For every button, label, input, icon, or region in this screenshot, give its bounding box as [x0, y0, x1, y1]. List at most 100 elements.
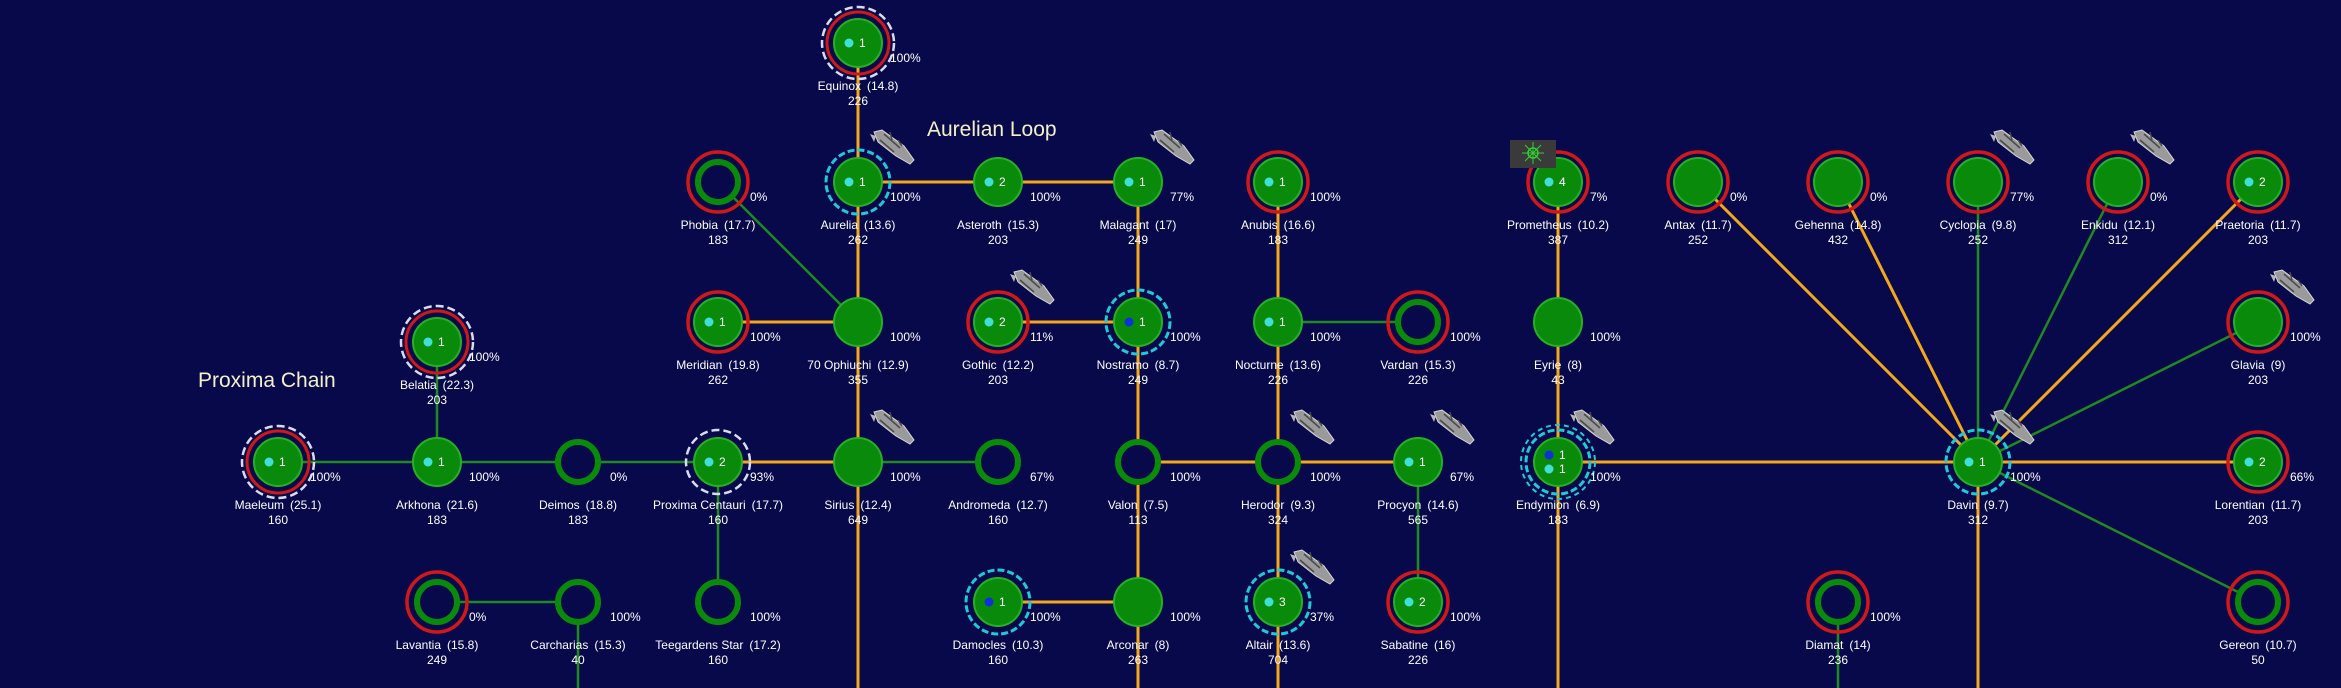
fleet-icon[interactable] [1990, 409, 2035, 445]
planet[interactable] [833, 297, 883, 347]
planet[interactable] [1253, 157, 1303, 207]
planet[interactable] [1533, 297, 1583, 347]
empty-orbit[interactable] [975, 439, 1021, 485]
planet[interactable] [833, 18, 883, 68]
system-deimos[interactable]: 0%Deimos(18.8)183 [539, 439, 628, 527]
system-diamat[interactable]: 100%Diamat(14)236 [1805, 570, 1901, 667]
planet[interactable] [1393, 437, 1443, 487]
system-lorentian[interactable]: 266%Lorentian(11.7)203 [2215, 430, 2315, 527]
fleet-icon[interactable] [870, 409, 915, 445]
planet[interactable] [2233, 437, 2283, 487]
system-glavia[interactable]: 100%Glavia(9)203 [2226, 269, 2321, 387]
empty-orbit[interactable] [2235, 579, 2281, 625]
system-cyclopia[interactable]: 77%Cyclopia(9.8)252 [1940, 129, 2035, 247]
planet[interactable] [2233, 157, 2283, 207]
planet[interactable] [1253, 297, 1303, 347]
planet[interactable] [253, 437, 303, 487]
system-carcharias[interactable]: 100%Carcharias(15.3)40 [530, 579, 641, 667]
planet[interactable] [2233, 297, 2283, 347]
system-arconar[interactable]: 100%Arconar(8)263 [1107, 577, 1201, 667]
planet[interactable] [693, 297, 743, 347]
system-lavantia[interactable]: 0%Lavantia(15.8)249 [396, 570, 487, 667]
system-andromeda[interactable]: 67%Andromeda(12.7)160 [948, 439, 1054, 527]
system-vardan[interactable]: 100%Vardan(15.3)226 [1380, 290, 1481, 387]
beacon-icon[interactable] [1510, 140, 1556, 168]
fleet-icon[interactable] [1570, 409, 1615, 445]
planet[interactable] [1953, 437, 2003, 487]
planet[interactable] [693, 437, 743, 487]
planet[interactable] [1673, 157, 1723, 207]
fleet-icon[interactable] [2270, 269, 2315, 305]
fleet-icon[interactable] [1430, 409, 1475, 445]
fleet-icon[interactable] [1290, 549, 1335, 585]
system-antax[interactable]: 0%Antax(11.7)252 [1664, 150, 1748, 247]
fleet-icon[interactable] [1290, 409, 1335, 445]
planet[interactable] [973, 157, 1023, 207]
planet[interactable] [412, 317, 462, 367]
system-ophiuchi[interactable]: 100%70 Ophiuchi(12.9)355 [807, 297, 921, 387]
system-altair[interactable]: 337%Altair(13.6)704 [1244, 549, 1335, 667]
fleet-icon[interactable] [870, 129, 915, 165]
system-malagant[interactable]: 177%Malagant(17)249 [1100, 129, 1195, 247]
system-name: Praetoria(11.7) [2215, 218, 2300, 232]
planet[interactable] [833, 157, 883, 207]
planet[interactable] [1953, 157, 2003, 207]
empty-orbit[interactable] [1255, 439, 1301, 485]
empty-orbit[interactable] [555, 439, 601, 485]
planet[interactable] [1113, 577, 1163, 627]
planet[interactable] [973, 297, 1023, 347]
system-prometheus[interactable]: 47%Prometheus(10.2)387 [1507, 140, 1609, 247]
planet[interactable] [973, 577, 1023, 627]
empty-orbit[interactable] [1115, 439, 1161, 485]
planet[interactable] [1393, 577, 1443, 627]
system-valon[interactable]: 100%Valon(7.5)113 [1108, 439, 1201, 527]
system-phobia[interactable]: 0%Phobia(17.7)183 [681, 150, 768, 247]
planet[interactable] [1253, 577, 1303, 627]
system-eyrie[interactable]: 100%Eyrie(8)43 [1533, 297, 1621, 387]
system-herodor[interactable]: 100%Herodor(9.3)324 [1241, 409, 1341, 527]
system-population: 160 [708, 653, 728, 667]
planet[interactable] [833, 437, 883, 487]
system-sirius[interactable]: 100%Sirius(12.4)649 [824, 409, 921, 527]
system-proxima[interactable]: 293%Proxima Centauri(17.7)160 [653, 428, 783, 527]
system-gereon[interactable]: Gereon(10.7)50 [2219, 570, 2297, 667]
system-gehenna[interactable]: 0%Gehenna(14.8)432 [1795, 150, 1888, 247]
planet[interactable] [1533, 437, 1583, 487]
system-teegardens[interactable]: 100%Teegardens Star(17.2)160 [655, 579, 781, 667]
planet[interactable] [1113, 157, 1163, 207]
empty-orbit[interactable] [555, 579, 601, 625]
empty-orbit[interactable] [695, 159, 741, 205]
planet[interactable] [1813, 157, 1863, 207]
empty-orbit[interactable] [1815, 579, 1861, 625]
planet[interactable] [2093, 157, 2143, 207]
fleet-icon[interactable] [1010, 269, 1055, 305]
empty-orbit[interactable] [1395, 299, 1441, 345]
planet[interactable] [412, 437, 462, 487]
system-enkidu[interactable]: 0%Enkidu(12.1)312 [2081, 129, 2175, 247]
planet[interactable] [1113, 297, 1163, 347]
empty-orbit[interactable] [414, 579, 460, 625]
fleet-icon[interactable] [2130, 129, 2175, 165]
fleet-icon[interactable] [1990, 129, 2035, 165]
system-procyon[interactable]: 167%Procyon(14.6)565 [1377, 409, 1475, 527]
planet[interactable] [1533, 157, 1583, 207]
fleet-icon[interactable] [1150, 129, 1195, 165]
system-gothic[interactable]: 211%Gothic(12.2)203 [962, 269, 1055, 387]
empty-orbit[interactable] [695, 579, 741, 625]
